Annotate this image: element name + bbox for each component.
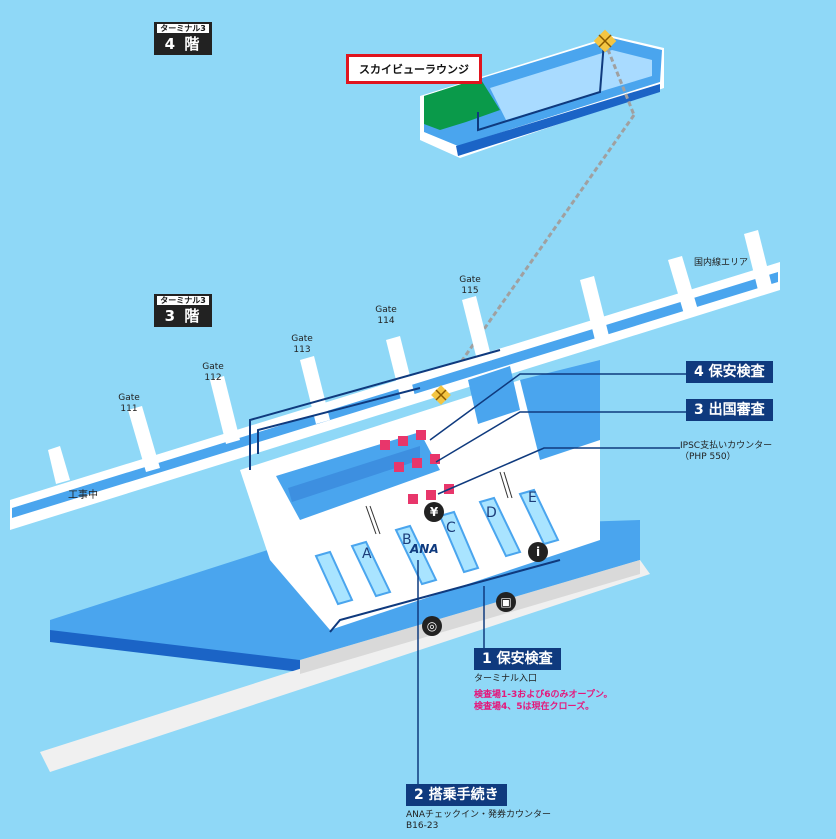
security-note-closed: 検査場4、5は現在クローズ。	[474, 702, 595, 712]
floor-4-terminal: ターミナル3	[157, 24, 209, 33]
ana-logo: ANA	[410, 542, 439, 556]
immigration-callout: 3 出国審査	[686, 399, 773, 421]
elevator-link-line	[438, 114, 636, 393]
floor-3-tag: ターミナル3 3 階	[154, 294, 212, 327]
taxi-icon: ◎	[422, 616, 442, 636]
lounge-green-area	[424, 78, 500, 130]
security-4-callout: 4 保安検査	[686, 361, 773, 383]
leader-lines	[417, 373, 686, 790]
floor-3-level: 3 階	[164, 307, 202, 325]
row-c-label: C	[446, 520, 456, 536]
lounge-label[interactable]: スカイビューラウンジ	[346, 54, 482, 84]
construction-label: 工事中	[68, 490, 98, 501]
boarding-callout: 2 搭乗手続き	[406, 784, 507, 806]
lounge-floor	[420, 36, 664, 158]
row-b-label: B	[402, 532, 412, 548]
floor-4-tag: ターミナル3 4 階	[154, 22, 212, 55]
checkin-counters	[314, 488, 560, 606]
ipsc-counter-label: IPSC支払いカウンター（PHP 550）	[680, 441, 773, 462]
currency-exchange-icon: ¥	[424, 502, 444, 522]
security-note-open: 検査場1-3および6のみオープン。	[474, 690, 613, 700]
terminal-entrance-label: ターミナル入口	[474, 674, 538, 684]
security-1-callout: 1 保安検査	[474, 648, 561, 670]
floor-3-terminal: ターミナル3	[157, 296, 209, 305]
gate-fingers	[48, 230, 772, 484]
row-d-label: D	[486, 505, 497, 521]
bus-icon: ▣	[496, 592, 516, 612]
info-icon: i	[528, 542, 548, 562]
floor-4-level: 4 階	[164, 35, 202, 53]
elevator-icon-3f	[431, 385, 451, 405]
escalator-icons	[365, 471, 513, 535]
row-a-label: A	[362, 546, 372, 562]
domestic-area-label: 国内線エリア	[694, 258, 749, 268]
row-e-label: E	[528, 490, 537, 506]
elevator-icon	[593, 29, 617, 53]
